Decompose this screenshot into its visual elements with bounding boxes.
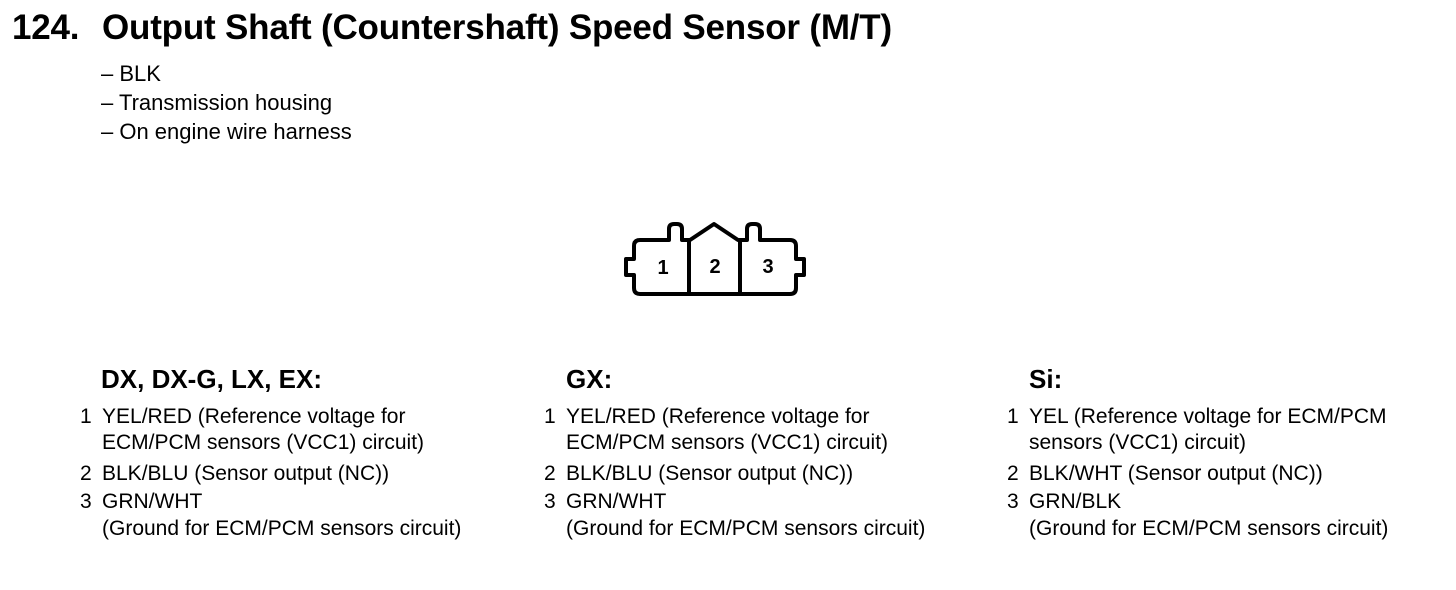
page-title: 124. Output Shaft (Countershaft) Speed Se… (12, 8, 892, 48)
variant-column-gx: GX: 1 YEL/RED (Reference voltage for ECM… (544, 364, 926, 540)
pin-label-3: 3 (762, 256, 773, 278)
pin-label-2: 2 (709, 256, 720, 278)
pin-description-3-cont: (Ground for ECM/PCM sensors circuit) (566, 517, 926, 540)
connector-color: – BLK (101, 61, 161, 86)
variant-column-dx: DX, DX-G, LX, EX: 1 YEL/RED (Reference v… (80, 364, 462, 540)
pin-description-3-cont: (Ground for ECM/PCM sensors circuit) (1029, 517, 1389, 540)
connector-info-list: – BLK – Transmission housing – On engine… (101, 59, 352, 146)
pin-label-1: 1 (657, 257, 668, 279)
connector-outline (624, 222, 806, 296)
connector-location: – Transmission housing (101, 90, 333, 115)
variant-column-si: Si: 1 YEL (Reference voltage for ECM/PCM… (1007, 364, 1389, 540)
pin-description-1-cont: ECM/PCM sensors (VCC1) circuit) (566, 431, 889, 454)
pin-description-1-cont: ECM/PCM sensors (VCC1) circuit) (102, 431, 425, 454)
connector-harness: – On engine wire harness (101, 119, 352, 144)
pin-description-1-cont: sensors (VCC1) circuit) (1029, 431, 1247, 454)
variant-heading: GX: (566, 364, 613, 394)
connector-diagram: 1 2 3 (624, 222, 806, 296)
variant-heading: Si: (1029, 364, 1063, 394)
section-title: Output Shaft (Countershaft) Speed Sensor… (102, 8, 892, 47)
pin-description-3-cont: (Ground for ECM/PCM sensors circuit) (102, 517, 462, 540)
section-number: 124. (12, 8, 80, 47)
variant-heading: DX, DX-G, LX, EX: (101, 364, 323, 394)
